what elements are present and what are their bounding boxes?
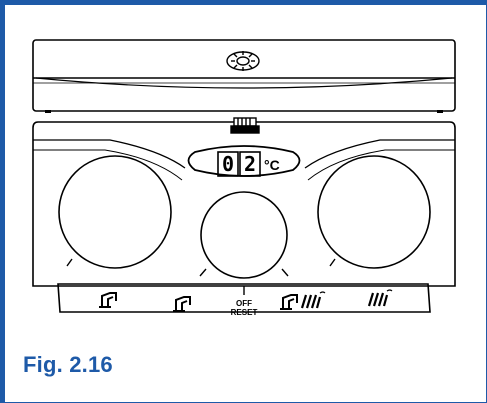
tap-radiator-icon [280,291,326,310]
tap-icon [99,292,117,308]
reset-label: RESET [231,308,258,317]
left-knob-indicator [66,258,73,267]
display-digit-1: 0 [222,152,234,176]
sun-lamp-icon [226,51,260,71]
display-digit-2: 2 [244,152,256,176]
tap-icon-center-left [173,296,191,312]
control-body [32,121,456,287]
display-housing [187,145,301,177]
figure-caption: Fig. 2.16 [23,352,113,377]
frame-left-border [0,0,5,403]
top-cover [32,39,456,112]
radiator-icon [367,289,393,307]
left-knob[interactable] [58,155,172,269]
off-label: OFF [236,299,252,308]
right-knob-indicator [329,258,336,267]
cover-tabs [45,110,443,113]
right-knob[interactable] [317,155,431,269]
center-knob-indicators [199,268,289,295]
label-strip [57,283,431,313]
connector-icon [230,117,260,134]
frame-top-border [0,0,487,5]
center-knob[interactable] [200,191,288,279]
display-unit: °C [264,157,280,173]
